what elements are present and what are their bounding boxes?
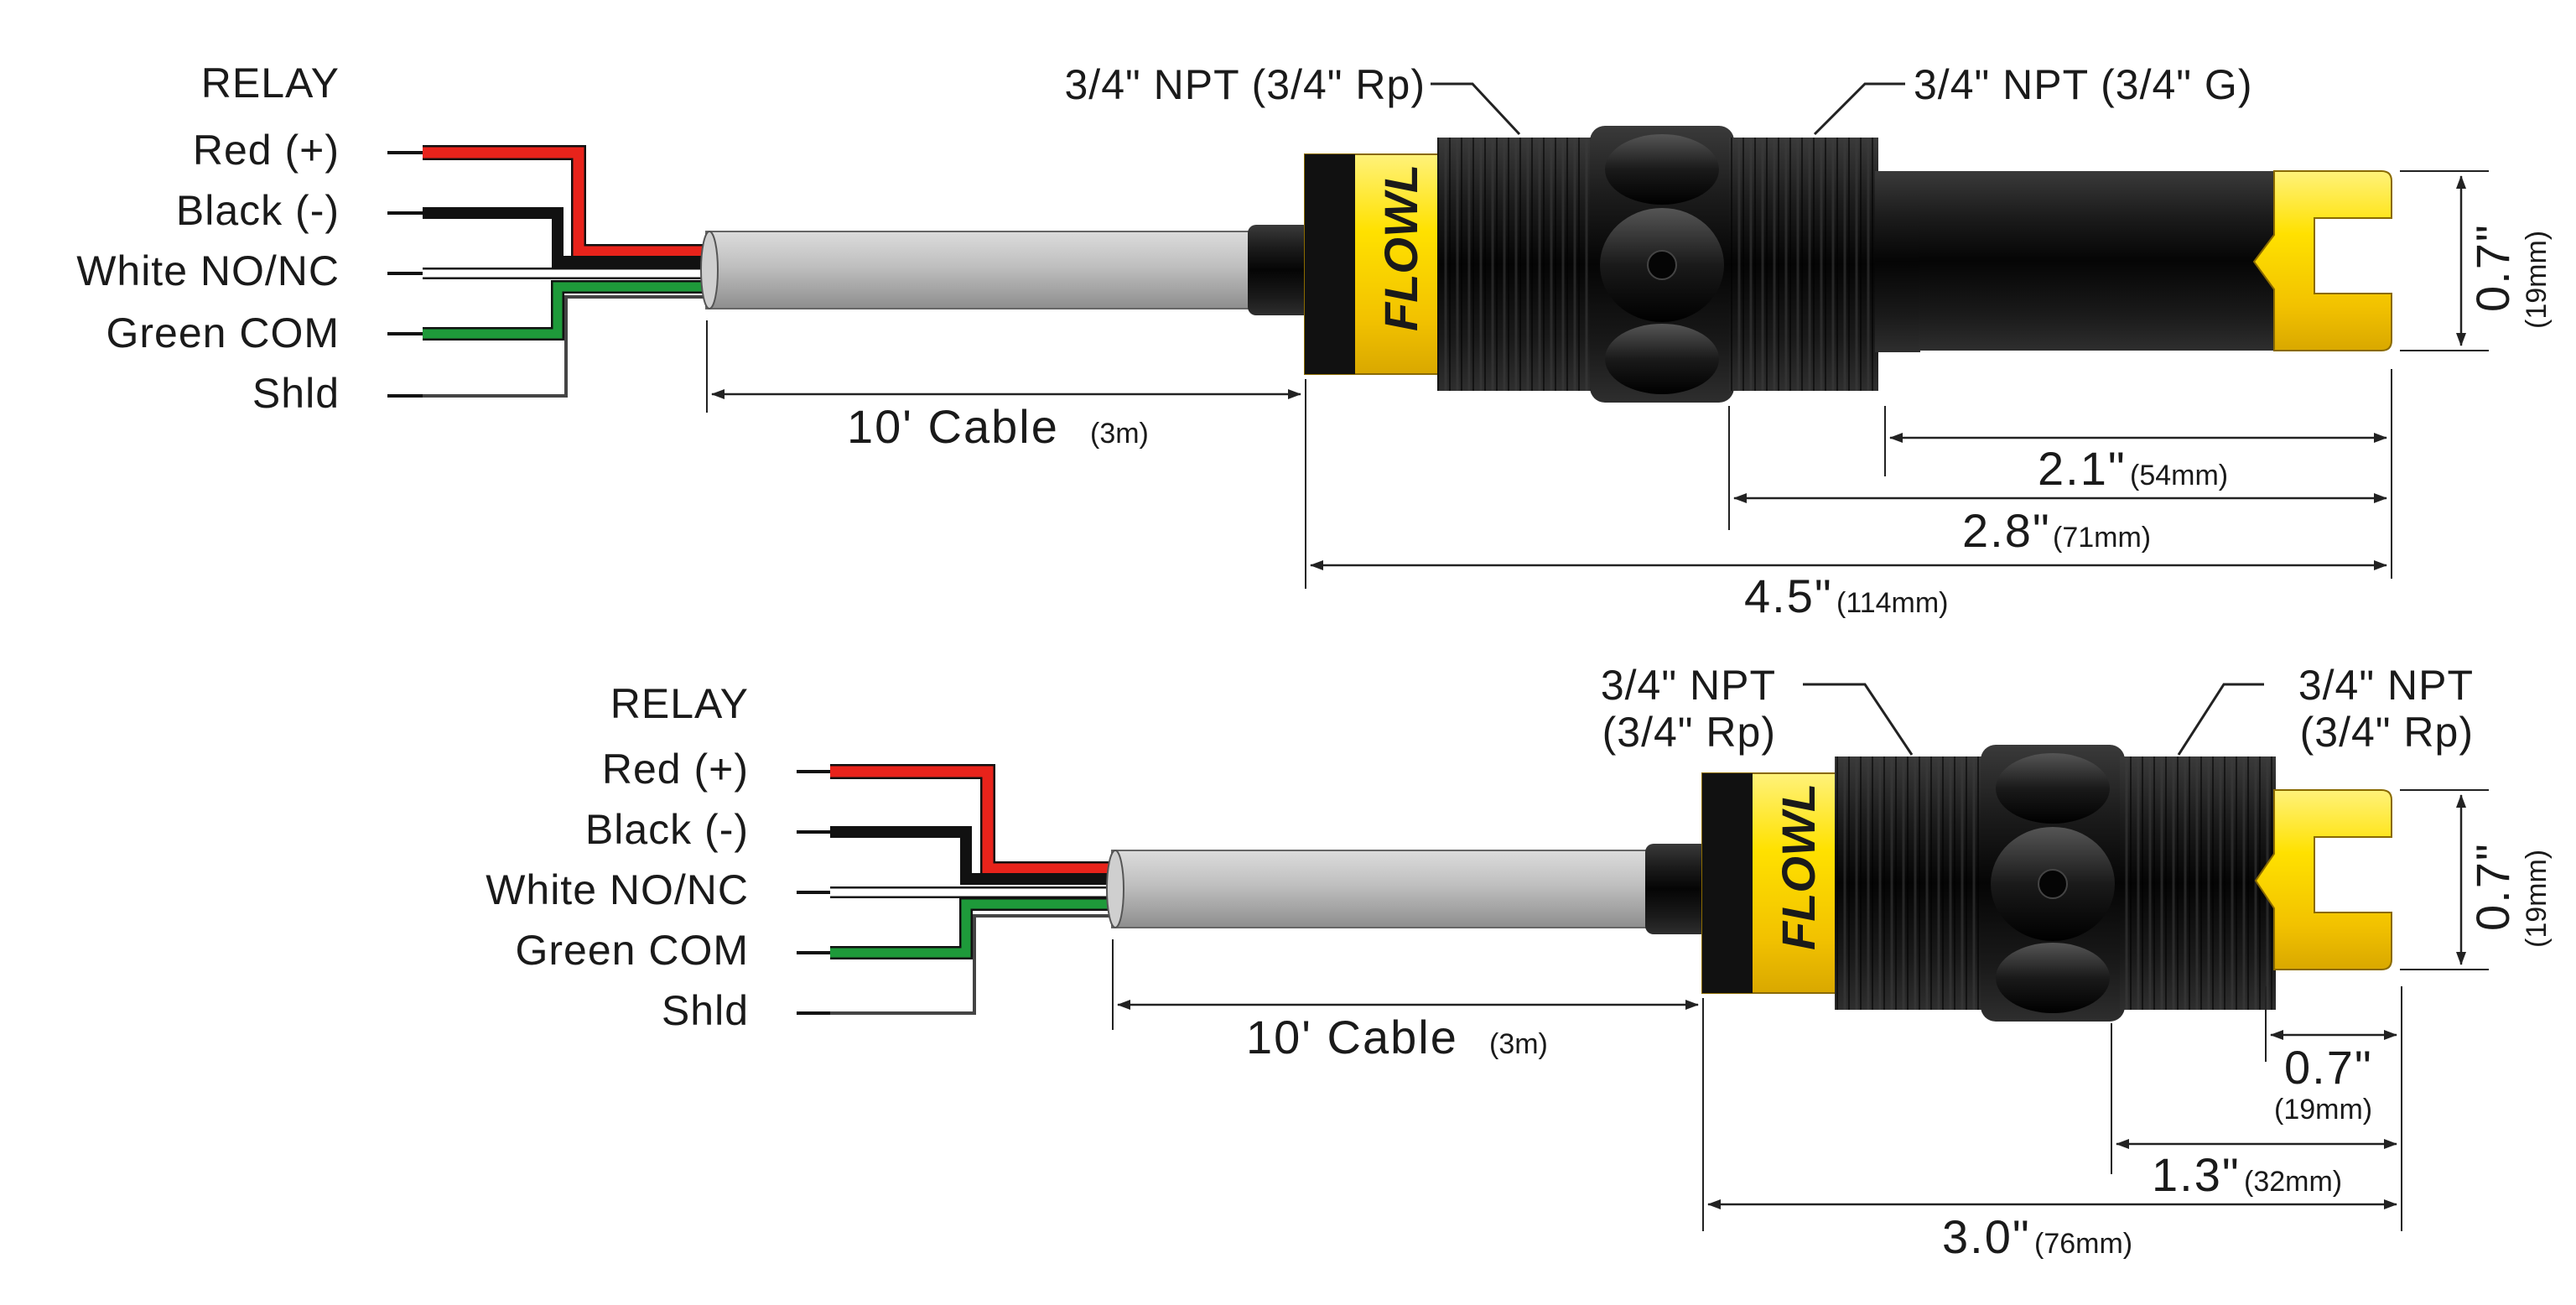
dim-2-8-imperial: 2.8"	[1962, 504, 2051, 557]
dim-4-5-imperial: 4.5"	[1744, 569, 1833, 622]
wire-label-red: Red (+)	[193, 127, 340, 174]
dim-2-1-imperial: 2.1"	[2038, 442, 2127, 495]
wire-label-green: Green COM	[515, 927, 749, 974]
hex-flat-bottom	[1605, 324, 1719, 394]
cable-length-metric: (3m)	[1090, 418, 1149, 450]
dim-1-3-imperial: 1.3"	[2152, 1148, 2241, 1201]
wire-shield	[423, 295, 709, 398]
hex-flat-top	[1996, 753, 2110, 824]
wire-red	[423, 147, 709, 257]
sensor-stem	[1919, 171, 2279, 351]
fork-tip	[2254, 789, 2392, 970]
wire-label-shield: Shld	[662, 987, 749, 1034]
dim-0-7-imperial: 0.7"	[2284, 1041, 2373, 1094]
dim-3-0-imperial: 3.0"	[1942, 1210, 2031, 1263]
thread-label-rear: 3/4" NPT (3/4" Rp)	[1065, 61, 1426, 108]
relay-title: RELAY	[610, 680, 749, 727]
hex-center-dot	[1647, 250, 1677, 280]
cable	[1111, 850, 1649, 928]
cable-length-label: 10' Cable	[847, 400, 1059, 453]
thread-leader-front	[2177, 683, 2264, 756]
tip-diameter-imperial: 0.7"	[2466, 223, 2519, 312]
cable-boot	[1645, 844, 1709, 934]
dim-2-8-metric: (71mm)	[2053, 522, 2151, 554]
thread-leader-rear	[1431, 82, 1521, 136]
thread-leader-front	[1813, 82, 1905, 136]
tip-diameter-metric: (19mm)	[2521, 231, 2553, 329]
relay-title: RELAY	[201, 60, 340, 107]
dim-4-5-metric: (114mm)	[1836, 587, 1949, 619]
tip-diameter-imperial: 0.7"	[2466, 842, 2519, 931]
thread-label-rear-line1: 3/4" NPT	[1601, 662, 1776, 709]
wire-red	[830, 766, 1115, 875]
thread-label-rear-line2: (3/4" Rp)	[1602, 709, 1776, 756]
wire-label-black: Black (-)	[176, 187, 340, 234]
collar-cap	[1702, 773, 1753, 993]
thread-leader-rear	[1803, 683, 1914, 756]
short-sensor-drawing: RELAY Red (+) Black (-) White NO/NC Gree…	[486, 662, 2553, 1263]
hex-flat-bottom	[1996, 943, 2110, 1013]
wire-label-shield: Shld	[252, 370, 340, 417]
thread-label-front-line2: (3/4" Rp)	[2300, 709, 2474, 756]
dim-2-1-metric: (54mm)	[2130, 460, 2228, 491]
fork-tip	[2252, 170, 2392, 351]
dim-1-3-metric: (32mm)	[2244, 1166, 2342, 1198]
wire-label-black: Black (-)	[585, 806, 749, 853]
wire-bundle	[387, 145, 709, 398]
wire-label-white: White NO/NC	[486, 866, 749, 913]
wire-black	[423, 207, 709, 268]
tip-diameter-metric: (19mm)	[2521, 850, 2553, 948]
cable-length-metric: (3m)	[1489, 1028, 1548, 1060]
collar-cap	[1305, 154, 1355, 374]
hex-flat-top	[1605, 134, 1719, 205]
cable-end	[1106, 850, 1124, 928]
brand-logo: FLOWL	[1772, 783, 1825, 950]
cable-length-label: 10' Cable	[1246, 1011, 1458, 1063]
dim-0-7-metric: (19mm)	[2274, 1094, 2372, 1126]
brand-logo: FLOWL	[1374, 164, 1427, 331]
wire-label-red: Red (+)	[602, 746, 749, 793]
wire-black	[830, 826, 1115, 885]
wire-label-green: Green COM	[106, 309, 340, 356]
cable-end	[700, 231, 719, 309]
wire-green	[423, 282, 709, 339]
hex-center-dot	[2038, 869, 2068, 899]
cable-boot	[1248, 225, 1311, 315]
dim-3-0-metric: (76mm)	[2034, 1228, 2132, 1260]
thread-label-front: 3/4" NPT (3/4" G)	[1914, 61, 2252, 108]
cable	[705, 231, 1252, 309]
long-sensor-drawing: RELAY Red (+) Black (-) White NO/NC Gree…	[76, 60, 2553, 622]
thread-label-front-line1: 3/4" NPT	[2298, 662, 2474, 709]
wire-bundle	[797, 764, 1115, 1015]
wire-green	[830, 899, 1115, 958]
wire-shield	[830, 914, 1115, 1015]
wire-label-white: White NO/NC	[76, 247, 340, 294]
